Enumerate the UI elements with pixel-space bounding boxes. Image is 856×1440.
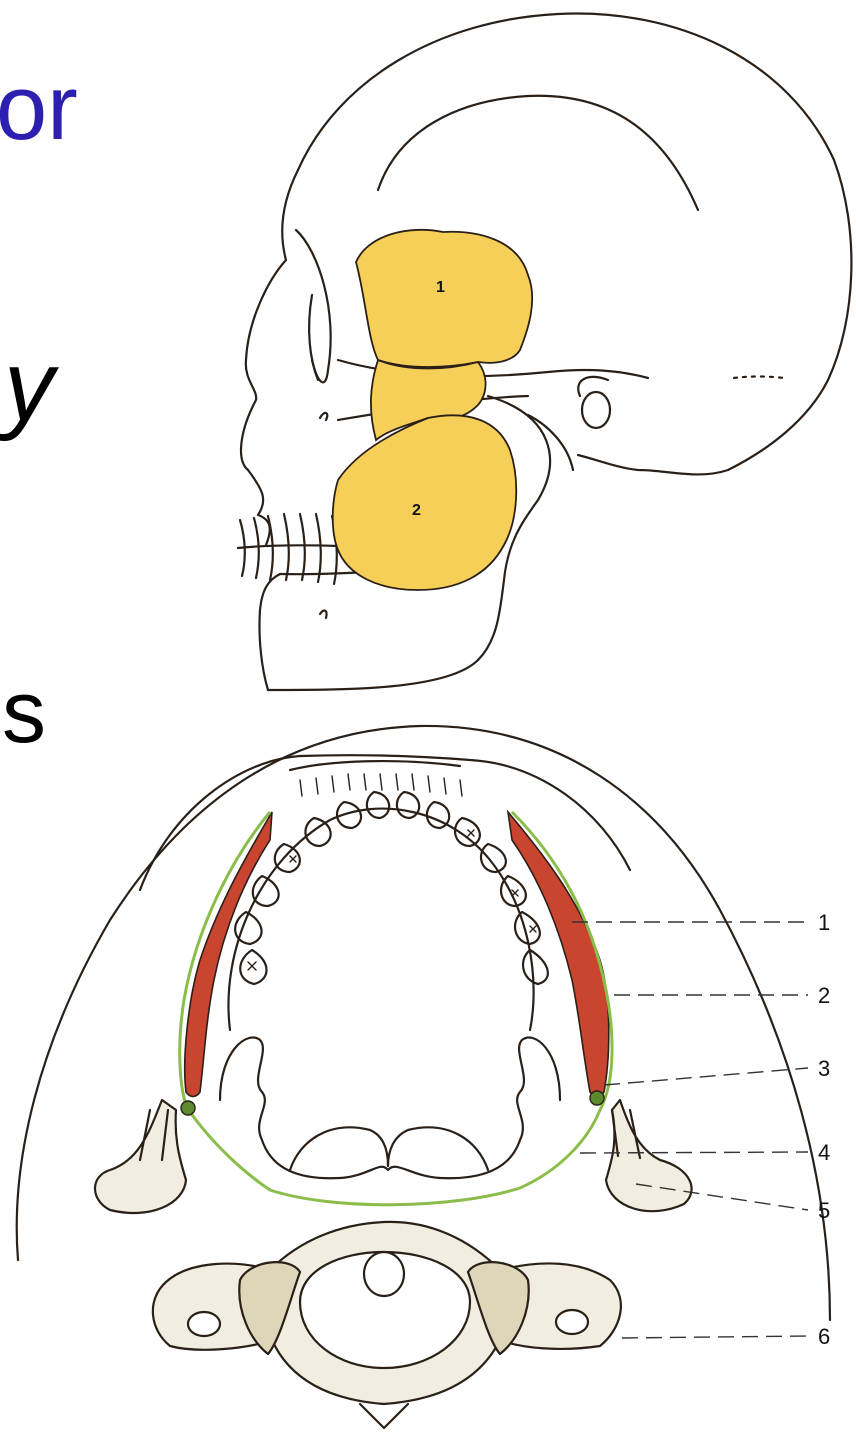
vessel-left: [181, 1101, 195, 1115]
slide-title-fragment: or: [0, 62, 78, 154]
temporal-fossa-region: [356, 230, 532, 367]
skull-lateral-illustration: 1 2: [228, 0, 856, 700]
vessel-right: [590, 1091, 604, 1105]
leader-line-4: [580, 1152, 808, 1153]
top-label-1: 1: [436, 279, 445, 296]
bottom-label-4: 4: [818, 1140, 830, 1165]
masseteric-region: [333, 415, 517, 590]
mandible-outline: [259, 574, 478, 690]
axial-section-illustration: 1 2 3 4 5 6: [0, 700, 856, 1440]
bottom-label-3: 3: [818, 1056, 830, 1081]
face-outline: [241, 170, 298, 470]
bottom-label-1: 1: [818, 910, 830, 935]
masseter-right: [508, 812, 609, 1097]
slide-text-fragment-1: у: [4, 336, 54, 436]
bottom-label-6: 6: [818, 1324, 830, 1349]
leader-line-3: [604, 1068, 808, 1085]
orbit-outline: [296, 230, 331, 382]
bottom-label-2: 2: [818, 983, 830, 1008]
bottom-label-5: 5: [818, 1198, 830, 1223]
palate-outline: [228, 809, 533, 1030]
leader-line-6: [622, 1336, 808, 1338]
top-label-2: 2: [412, 502, 421, 519]
